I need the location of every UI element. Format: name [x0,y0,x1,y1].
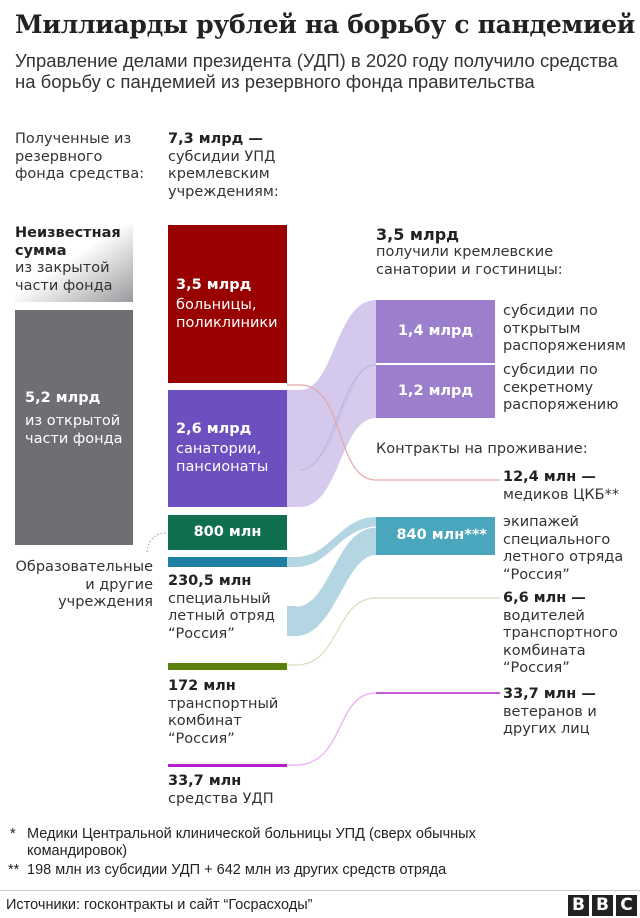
open-fund-box: 5,2 млрд из открытой части фонда [15,310,133,545]
flow-transport-drivers [287,597,500,666]
chart-title: Миллиарды рублей на борьбу с пандемией [15,10,636,39]
right-heading-amount: 3,5 млрд [376,225,460,244]
secret-order-amount: 1,2 млрд [397,382,474,399]
unknown-sum-label: Неизвестная сумма из закрытой части фонд… [15,225,133,295]
flow-other-crews [287,527,376,636]
flight-squad-amount: 230,5 млн [168,573,252,589]
secret-order-box: 1,2 млрд [376,365,495,418]
hospitals-amount: 3,5 млрд [176,277,252,293]
medics-label: 12,4 млн — медиков ЦКБ** [503,469,638,504]
bbc-logo-letter: B [592,895,613,916]
flow-sanatoria-open [287,300,376,470]
udp-funds-bar [168,764,287,767]
drivers-label: 6,6 млн — водителей транспортного комбин… [503,590,638,678]
footer-divider [0,890,640,891]
drivers-amount: 6,6 млн — [503,590,586,606]
footnote-2-marker: ** [8,862,20,878]
veterans-amount: 33,7 млн — [503,686,596,702]
transport-label: 172 млн транспортный комбинат “Россия” [168,678,298,748]
hospitals-box: 3,5 млрд больницы, поликлиники [168,225,287,383]
medics-desc: медиков ЦКБ** [503,486,620,503]
sanatoria-box: 2,6 млрд санатории, пансионаты [168,390,287,507]
crews-box: 840 млн*** [376,517,495,555]
flow-udp-veterans [287,692,500,766]
left-column-heading: Полученные из резервного фонда средства: [15,131,145,182]
flight-squad-bar [168,557,287,567]
open-fund-desc: из открытой части фонда [25,413,123,447]
crews-amount: 840 млн*** [396,527,487,544]
secret-order-desc: субсидии по секретному распоряжению [503,362,619,413]
source-text: Источники: госконтракты и сайт “Госрасхо… [6,897,313,913]
medics-amount: 12,4 млн — [503,469,596,485]
udp-funds-amount: 33,7 млн [168,773,242,789]
open-orders-desc: субсидии по открытым распоряжениям [503,303,626,354]
education-amount: 800 млн [193,523,262,540]
footnote-2: 198 млн из субсидии УДП + 642 млн из дру… [27,862,447,878]
footnote-1: Медики Центральной клинической больницы … [27,826,476,859]
open-orders-box: 1,4 млрд [376,300,495,363]
veterans-desc: ветеранов и других лиц [503,703,597,738]
middle-heading-amount: 7,3 млрд — [168,131,263,147]
bbc-logo-letter: C [616,895,637,916]
sanatoria-desc: санатории, пансионаты [176,441,269,475]
chart-subtitle: Управление делами президента (УДП) в 202… [15,50,618,92]
sanatoria-amount: 2,6 млрд [176,421,252,437]
unknown-sum-box [15,225,133,302]
hospitals-desc: больницы, поликлиники [176,297,278,331]
unknown-sum-desc: из закрытой части фонда [15,260,113,294]
flight-squad-label: 230,5 млн специальный летный отряд “Росс… [168,573,298,643]
middle-column-heading: 7,3 млрд — субсидии УПД кремлевским учре… [168,131,308,201]
drivers-desc: водителей транспортного комбината “Росси… [503,607,618,677]
education-connector [146,532,168,553]
right-column-heading: 3,5 млрд получили кремлевские санатории … [376,225,626,279]
transport-bar [168,663,287,670]
udp-funds-label: 33,7 млн средства УДП [168,773,298,808]
middle-heading-desc: субсидии УПД кремлевским учреждениям: [168,148,279,200]
crews-desc: экипажей специального летного отряда “Ро… [503,514,624,583]
flow-sanatoria-secret [287,365,376,507]
right-heading-desc: получили кремлевские санатории и гостини… [376,244,563,278]
footnote-1-marker: * [10,826,16,842]
bbc-logo: B B C [568,895,637,916]
transport-amount: 172 млн [168,678,236,694]
education-label: Образовательные и другие учреждения [15,559,154,610]
unknown-sum-amount: Неизвестная сумма [15,225,121,259]
bbc-logo-letter: B [568,895,589,916]
flight-squad-desc: специальный летный отряд “Россия” [168,590,275,642]
flow-squad-crews [287,517,376,567]
contracts-heading: Контракты на проживание: [376,441,588,457]
transport-desc: транспортный комбинат “Россия” [168,695,279,747]
udp-funds-desc: средства УДП [168,790,274,807]
education-box: 800 млн [168,515,287,550]
veterans-label: 33,7 млн — ветеранов и других лиц [503,686,638,739]
open-fund-amount: 5,2 млрд [25,390,101,406]
open-orders-amount: 1,4 млрд [397,322,474,339]
flow-hospitals-medics [287,384,500,481]
